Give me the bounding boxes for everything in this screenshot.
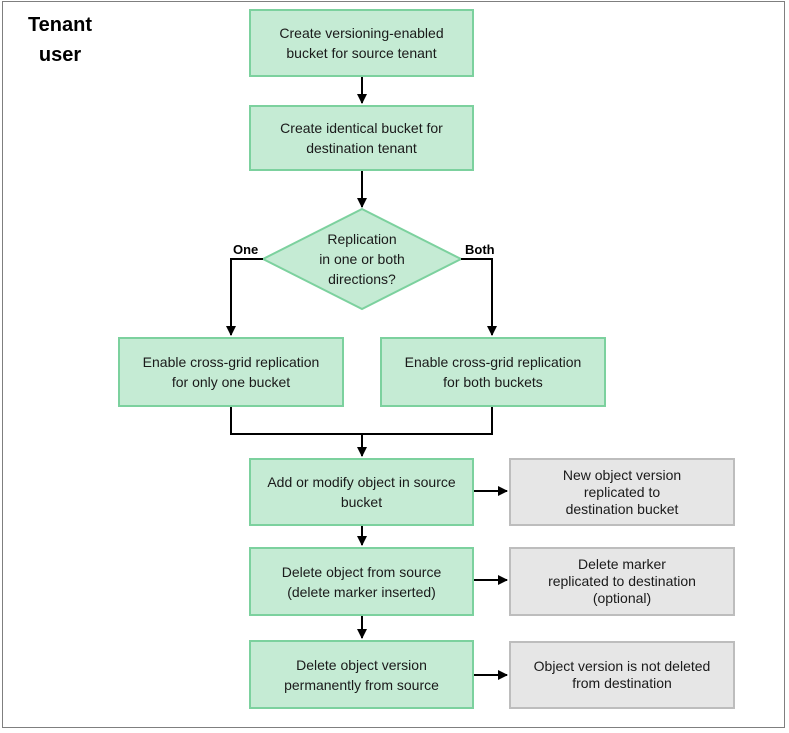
swimlane-title: Tenant user [27,14,93,66]
step-create-source-bucket: Create versioning-enabled bucket for sou… [249,9,474,77]
arrow-decision-one [226,258,263,336]
step-add-modify-object: Add or modify object in source bucket [249,458,474,526]
decision-label: Replication in one or both directions? [319,231,405,287]
arrow-decision-both [461,258,497,336]
branch-label-one: One [233,242,259,257]
step-delete-object-version: Delete object version permanently from s… [249,640,474,709]
step-enable-both-buckets: Enable cross-grid replication for both b… [380,337,606,407]
step-enable-one-bucket: Enable cross-grid replication for only o… [118,337,344,407]
result-version-not-deleted: Object version is not deleted from desti… [509,641,735,709]
decision-diamond [260,207,464,311]
step-delete-object: Delete object from source (delete marker… [249,547,474,616]
result-new-version-replicated: New object version replicated to destina… [509,458,735,526]
merge-line [230,407,493,435]
branch-label-both: Both [465,242,495,257]
step-create-destination-bucket: Create identical bucket for destination … [249,105,474,171]
result-delete-marker-replicated: Delete marker replicated to destination … [509,547,735,616]
